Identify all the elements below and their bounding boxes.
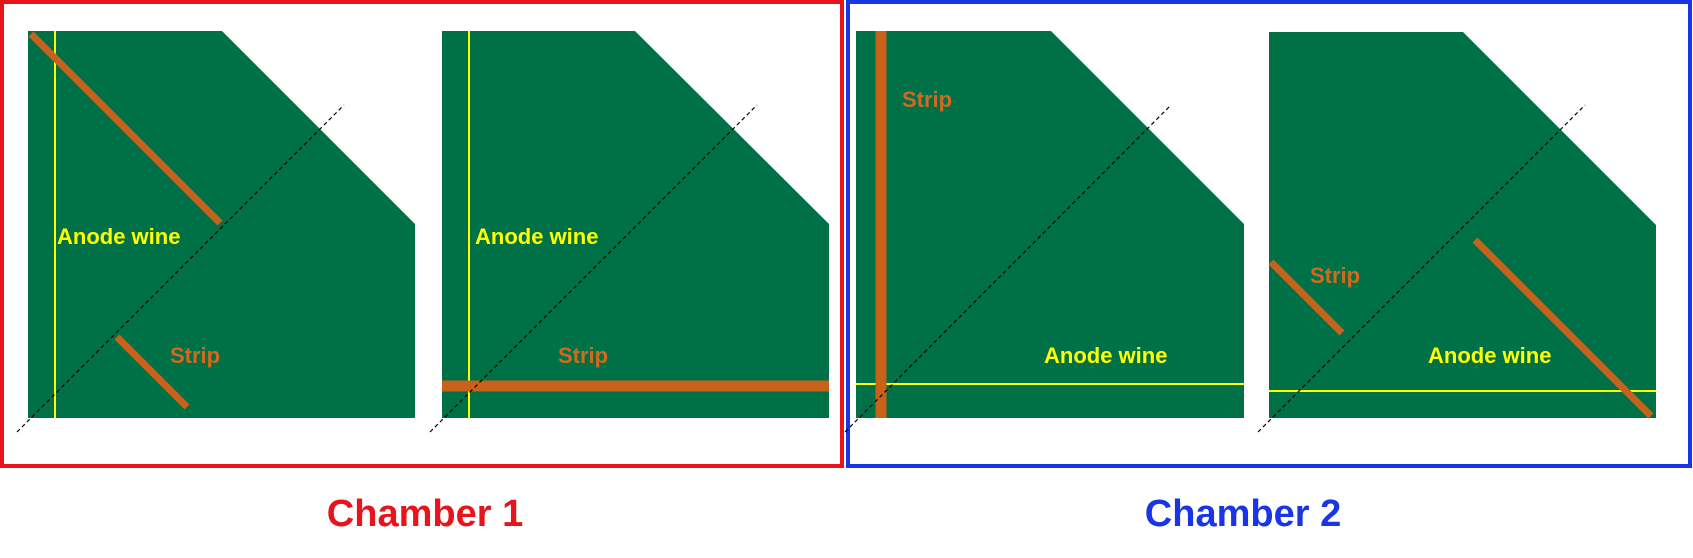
diagonal-guide: [16, 104, 345, 433]
strip-bar: [114, 334, 190, 410]
chamber-2-panel-2: Anode wine Strip: [1257, 32, 1656, 433]
panel-board: [856, 31, 1244, 418]
chamber-1-frame: [0, 0, 844, 468]
strip-label: Strip: [558, 343, 608, 368]
chamber-1-caption: Chamber 1: [327, 493, 523, 535]
anode-wire-label: Anode wine: [57, 224, 180, 249]
diagonal-guide: [1257, 104, 1586, 433]
strip-label: Strip: [1310, 263, 1360, 288]
strip-label: Strip: [902, 87, 952, 112]
chamber-1-panel-1: Anode wine Strip: [16, 31, 415, 433]
chamber-2-frame: [846, 0, 1692, 468]
strip-label: Strip: [170, 343, 220, 368]
anode-wire-label: Anode wine: [475, 224, 598, 249]
anode-wire-label: Anode wine: [1428, 343, 1551, 368]
anode-wire-label: Anode wine: [1044, 343, 1167, 368]
strip-bar: [1472, 237, 1654, 419]
chamber-1-panel-2: Anode wine Strip: [429, 31, 829, 433]
strip-bar: [1268, 259, 1345, 336]
strip-bar: [28, 31, 223, 226]
chamber-2-panel-1: Anode wine Strip: [844, 31, 1244, 433]
chamber-2-caption: Chamber 2: [1145, 493, 1341, 535]
diagonal-guide: [429, 104, 758, 433]
panel-board: [442, 31, 829, 418]
